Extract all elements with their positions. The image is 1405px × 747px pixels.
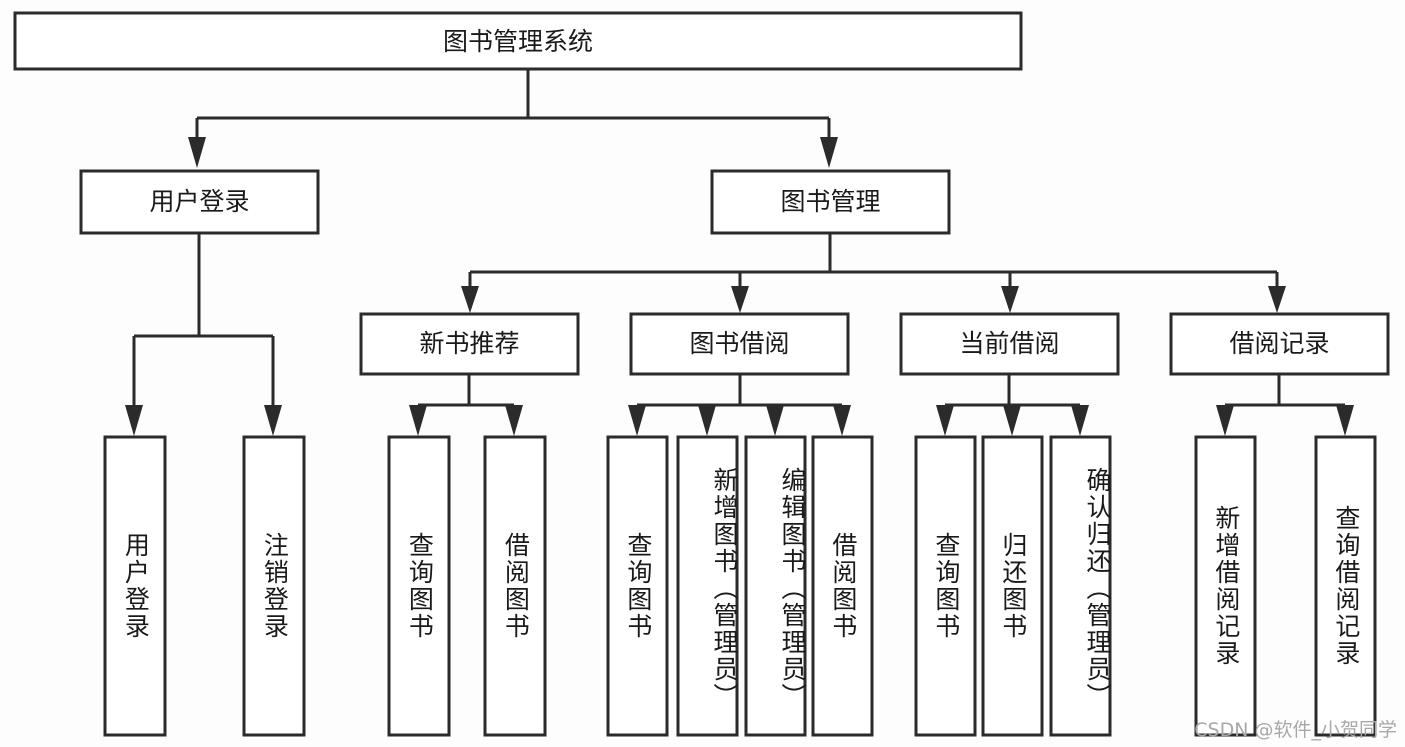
arrow-head-icon — [628, 405, 646, 436]
leaf-return-book-label: 归还图书 — [998, 532, 1028, 640]
connector-userlogin-to-leaves — [125, 233, 282, 436]
leaf-user-logout-box[interactable] — [242, 435, 306, 737]
node-user-login-box[interactable] — [79, 169, 320, 235]
leaf-confirm-return-box[interactable] — [1049, 435, 1112, 737]
arrow-head-icon — [461, 286, 479, 313]
arrow-head-icon — [766, 405, 784, 436]
leaf-query-book-2-label: 查询图书 — [623, 532, 653, 640]
leaf-add-record-label: 新增借阅记录 — [1211, 505, 1241, 667]
node-book-management[interactable]: 图书管理 — [710, 169, 951, 235]
arrow-head-icon — [1071, 405, 1089, 436]
connector-newbook-to-leaves — [409, 374, 523, 436]
node-root-label: 图书管理系统 — [443, 27, 593, 56]
arrow-head-icon — [1268, 286, 1286, 313]
leaf-add-book-label: 新增图书（管理员） — [710, 467, 739, 710]
leaf-user-login-label: 用户登录 — [121, 532, 151, 640]
leaf-edit-book-box[interactable] — [744, 435, 807, 737]
leaf-query-record-box[interactable] — [1314, 435, 1377, 737]
leaf-query-book-3-label: 查询图书 — [931, 532, 961, 640]
node-current-borrow-box[interactable] — [899, 312, 1120, 376]
leaf-borrow-book-1-box[interactable] — [483, 435, 547, 737]
arrow-head-icon — [936, 405, 954, 436]
node-borrow-record-box[interactable] — [1169, 312, 1390, 376]
arrow-head-icon — [125, 405, 143, 436]
csdn-watermark: CSDN @软件_小贺同学 — [1194, 719, 1397, 741]
connector-bookmgmt-to-level3 — [461, 233, 1286, 313]
arrow-head-icon — [833, 405, 851, 436]
arrow-head-icon — [505, 405, 523, 436]
arrow-head-icon — [820, 137, 838, 168]
leaf-add-record-box[interactable] — [1194, 435, 1257, 737]
node-borrow-record-label: 借阅记录 — [1229, 329, 1329, 358]
node-user-login-label: 用户登录 — [149, 187, 249, 216]
arrow-head-icon — [188, 137, 206, 168]
node-current-borrow-label: 当前借阅 — [959, 329, 1059, 358]
leaf-borrow-book-2-box[interactable] — [811, 435, 874, 737]
leaf-query-book-1-label: 查询图书 — [405, 532, 435, 640]
arrow-head-icon — [1216, 405, 1234, 436]
node-book-borrow[interactable]: 图书借阅 — [629, 312, 850, 376]
leaf-return-book-box[interactable] — [981, 435, 1044, 737]
node-root-box[interactable] — [13, 11, 1023, 71]
node-current-borrow[interactable]: 当前借阅 — [899, 312, 1120, 376]
leaf-borrow-book-2-label: 借阅图书 — [828, 532, 858, 640]
node-new-book-recommend-label: 新书推荐 — [419, 329, 519, 358]
arrow-head-icon — [409, 405, 427, 436]
arrow-head-icon — [1003, 405, 1021, 436]
connector-bookborrow-to-leaves — [628, 374, 851, 436]
leaf-query-book-2-box[interactable] — [606, 435, 669, 737]
node-new-book-recommend-box[interactable] — [359, 312, 580, 376]
node-user-login[interactable]: 用户登录 — [79, 169, 320, 235]
arrow-head-icon — [1001, 286, 1019, 313]
leaf-user-login-box[interactable] — [103, 435, 167, 737]
leaf-edit-book-label: 编辑图书（管理员） — [778, 467, 807, 710]
node-book-borrow-label: 图书借阅 — [689, 329, 789, 358]
connector-root-to-level2 — [188, 70, 838, 168]
connector-currentborrow-to-leaves — [936, 374, 1089, 436]
node-root[interactable]: 图书管理系统 — [13, 11, 1023, 71]
leaf-user-logout-label: 注销登录 — [260, 532, 290, 640]
connector-borrowrecord-to-leaves — [1216, 374, 1354, 436]
leaf-borrow-book-1-label: 借阅图书 — [501, 532, 531, 640]
arrow-head-icon — [1336, 405, 1354, 436]
node-book-borrow-box[interactable] — [629, 312, 850, 376]
arrow-head-icon — [264, 405, 282, 436]
arrow-head-icon — [698, 405, 716, 436]
leaf-add-book-box[interactable] — [676, 435, 739, 737]
arrow-head-icon — [731, 286, 749, 313]
leaf-confirm-return-label: 确认归还（管理员） — [1083, 467, 1112, 710]
leaf-query-book-3-box[interactable] — [914, 435, 977, 737]
leaf-query-book-1-box[interactable] — [387, 435, 451, 737]
node-book-management-box[interactable] — [710, 169, 951, 235]
node-new-book-recommend[interactable]: 新书推荐 — [359, 312, 580, 376]
leaf-boxes — [103, 435, 1377, 737]
node-book-management-label: 图书管理 — [780, 187, 880, 216]
leaf-query-record-label: 查询借阅记录 — [1331, 505, 1361, 667]
node-borrow-record[interactable]: 借阅记录 — [1169, 312, 1390, 376]
